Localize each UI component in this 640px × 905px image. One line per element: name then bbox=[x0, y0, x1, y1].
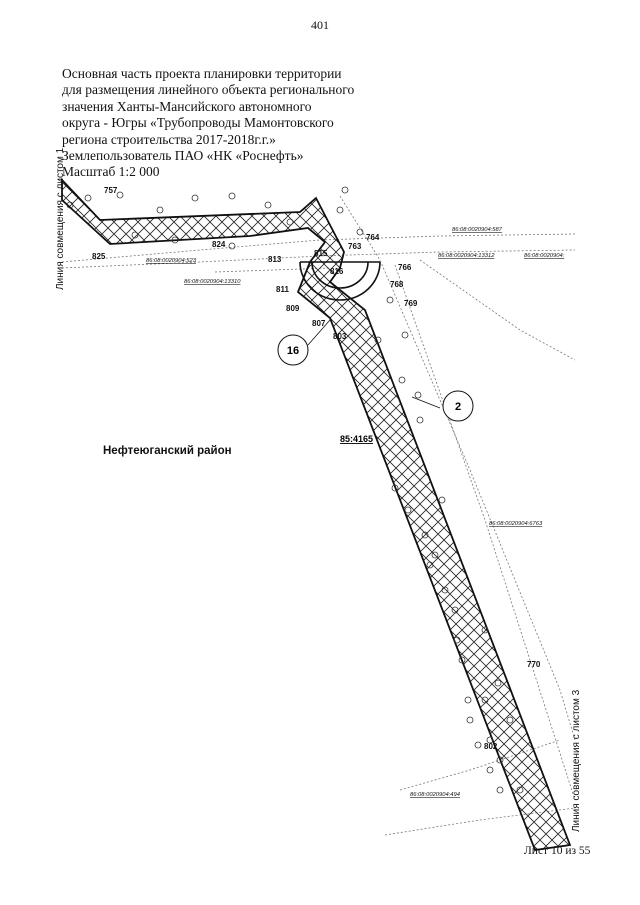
point-label: 809 bbox=[286, 304, 300, 313]
parcel-label: 86:08:0020904:587 bbox=[452, 227, 503, 233]
title-line: региона строительства 2017-2018г.г.» bbox=[62, 131, 276, 147]
title-line: Основная часть проекта планировки террит… bbox=[62, 66, 342, 81]
district-label: Нефтеюганский район bbox=[103, 445, 232, 457]
node-16-shape bbox=[299, 261, 381, 301]
point-label: 757 bbox=[104, 186, 118, 195]
sheet-footer: Лист 10 из 55 bbox=[524, 845, 591, 857]
title-line: округа - Югры «Трубопроводы Мамонтовског… bbox=[62, 115, 334, 131]
parcel-label: 86:08:0020904:13312 bbox=[438, 253, 495, 259]
point-label: 802 bbox=[484, 742, 498, 751]
point-label: 764 bbox=[366, 233, 380, 242]
point-label: 768 bbox=[390, 280, 404, 289]
pipeline-corridor bbox=[61, 177, 572, 851]
callout-16: 16 bbox=[277, 319, 331, 366]
point-label: 825 bbox=[92, 252, 106, 261]
callout-2-label: 2 bbox=[455, 401, 461, 413]
point-label: 807 bbox=[312, 319, 326, 328]
page-number: 401 bbox=[311, 18, 329, 32]
parcel-label: 85:4165 bbox=[340, 434, 373, 444]
parcel-label: 86:08:0020904: bbox=[524, 253, 565, 259]
point-label: 766 bbox=[398, 263, 412, 272]
point-labels: 757 825 824 813 815 816 763 764 811 766 … bbox=[92, 186, 541, 751]
point-label: 816 bbox=[330, 267, 344, 276]
tree-markers bbox=[66, 186, 524, 794]
match-line-left: Линия совмещения с листом 1 bbox=[55, 147, 66, 290]
point-label: 769 bbox=[404, 299, 418, 308]
point-label: 824 bbox=[212, 240, 226, 249]
match-line-right: Линия совмещения с листом 3 bbox=[571, 689, 582, 832]
callout-16-label: 16 bbox=[287, 345, 299, 357]
title-line: значения Ханты-Мансийского автономного bbox=[62, 98, 312, 114]
parcel-label: 86:08:0020904:494 bbox=[410, 792, 460, 798]
point-label: 815 bbox=[314, 249, 328, 258]
point-label: 813 bbox=[268, 255, 282, 264]
parcel-label: 86:08:0020904:523 bbox=[146, 258, 197, 264]
parcel-label: 86:08:0020904:13310 bbox=[184, 279, 241, 285]
title-line: для размещения линейного объекта региона… bbox=[62, 82, 355, 98]
point-label: 811 bbox=[276, 285, 289, 294]
scale-line: Масштаб 1:2 000 bbox=[62, 164, 160, 180]
callout-2: 2 bbox=[411, 390, 474, 422]
point-label: 770 bbox=[527, 660, 541, 669]
point-label: 763 bbox=[348, 242, 362, 251]
title-line: Землепользователь ПАО «НК «Роснефть» bbox=[62, 148, 304, 164]
parcel-labels: 86:08:0020904:587 86:08:0020904:523 86:0… bbox=[146, 227, 565, 798]
title-block: Основная часть проекта планировки террит… bbox=[62, 66, 362, 181]
point-label: 803 bbox=[333, 332, 347, 341]
parcel-label: 86:08:0020904:6763 bbox=[489, 521, 543, 527]
